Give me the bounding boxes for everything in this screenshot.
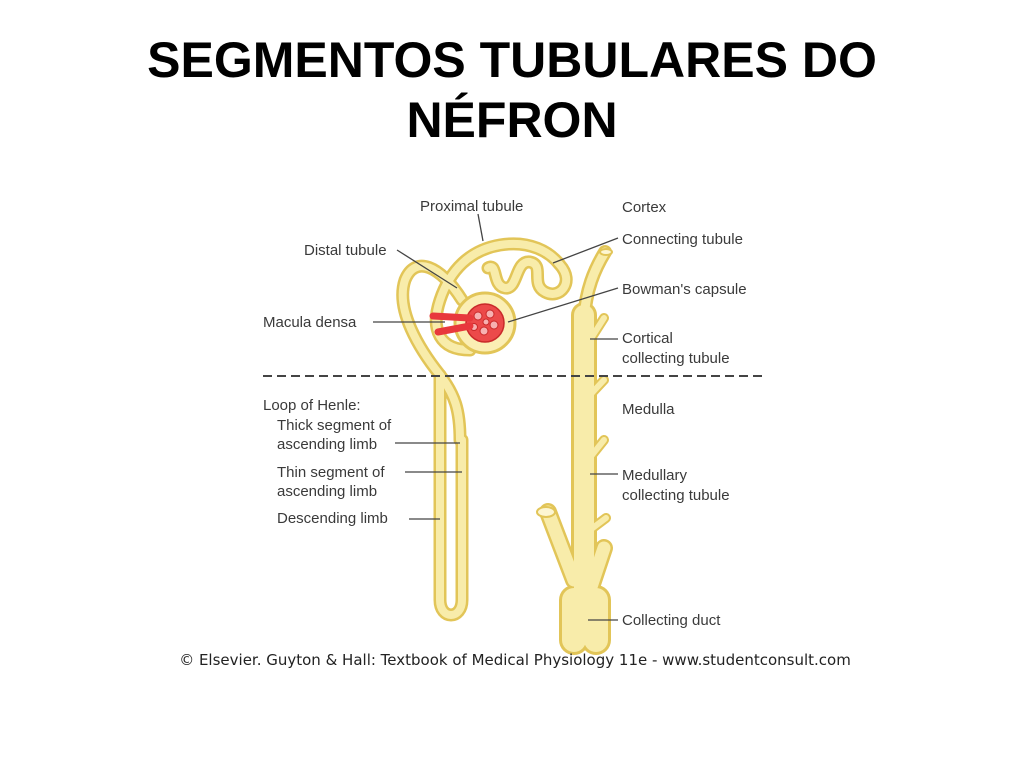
label-connecting-tubule: Connecting tubule: [622, 231, 743, 248]
duct-opening: [599, 248, 613, 256]
label-medullary-collecting-line2: collecting tubule: [622, 487, 730, 504]
label-distal-tubule: Distal tubule: [304, 242, 387, 259]
bowmans-capsule-shape: [453, 291, 517, 355]
label-descending-limb: Descending limb: [277, 510, 388, 527]
slide-title: SEGMENTOS TUBULARES DO NÉFRON: [0, 30, 1024, 150]
label-loop-of-henle: Loop of Henle:: [263, 397, 361, 414]
leader-lines: [373, 213, 619, 621]
nephron-tubules: [396, 237, 613, 655]
label-medulla: Medulla: [622, 401, 675, 418]
label-cortical-collecting-line1: Cortical: [622, 330, 673, 347]
title-line-2: NÉFRON: [406, 92, 618, 148]
copyright-credit: © Elsevier. Guyton & Hall: Textbook of M…: [179, 651, 851, 669]
diagram-labels: Proximal tubule Cortex Distal tubule Con…: [263, 198, 747, 629]
label-cortical-collecting-line2: collecting tubule: [622, 350, 730, 367]
title-line-1: SEGMENTOS TUBULARES DO: [147, 32, 877, 88]
label-proximal-tubule: Proximal tubule: [420, 198, 523, 215]
label-thin-segment-line2: ascending limb: [277, 483, 377, 500]
label-medullary-collecting-line1: Medullary: [622, 467, 688, 484]
duct-opening: [536, 506, 556, 518]
label-macula-densa: Macula densa: [263, 314, 357, 331]
label-cortex: Cortex: [622, 199, 667, 216]
label-thin-segment-line1: Thin segment of: [277, 464, 385, 481]
label-bowmans-capsule: Bowman's capsule: [622, 281, 747, 298]
label-thick-segment-line1: Thick segment of: [277, 417, 392, 434]
label-thick-segment-line2: ascending limb: [277, 436, 377, 453]
afferent-arterioles: [429, 312, 474, 336]
label-collecting-duct: Collecting duct: [622, 612, 721, 629]
